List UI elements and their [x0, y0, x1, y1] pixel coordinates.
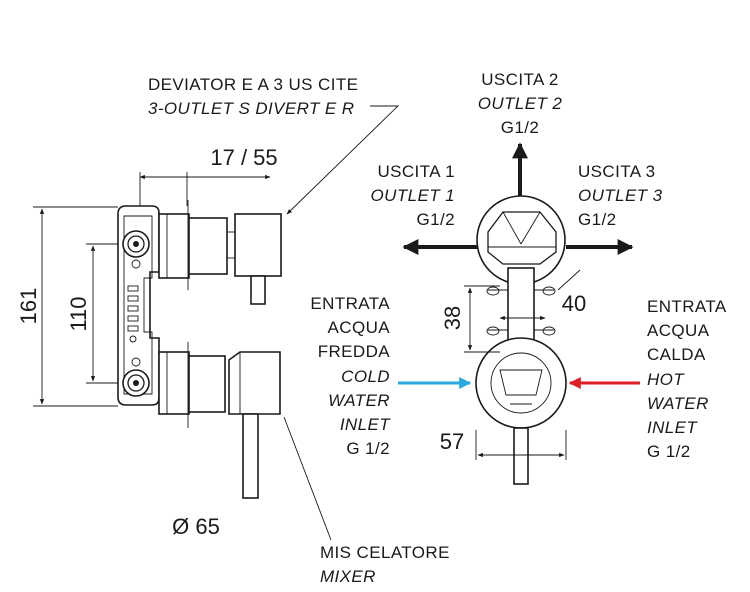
mixer-label-en: MIXER — [320, 567, 376, 586]
cold-label-6: INLET — [340, 415, 391, 434]
mixer-leader — [283, 416, 332, 541]
diverter-plate — [188, 217, 228, 275]
outlet2-size: G1/2 — [501, 118, 539, 137]
outlet1-size: G1/2 — [417, 210, 455, 229]
hot-size: G 1/2 — [647, 442, 691, 461]
mixer-lever — [242, 413, 259, 499]
dim-depth-label: 17 / 55 — [210, 145, 277, 170]
outlet2-label-it: USCITA 2 — [481, 70, 559, 89]
outlet3-size: G1/2 — [578, 210, 616, 229]
dim-38-label: 38 — [440, 306, 465, 330]
diverter-knob — [250, 275, 266, 305]
hot-label-2: ACQUA — [647, 321, 710, 340]
mixer-lever-front — [513, 427, 529, 485]
mixer-body — [228, 351, 281, 415]
mixer-flange — [158, 351, 190, 415]
outlet3-label-en: OUTLET 3 — [578, 186, 663, 205]
dim-110-label: 110 — [66, 296, 91, 331]
hot-label-3: CALDA — [647, 345, 706, 364]
cold-label-3: FREDDA — [318, 342, 391, 361]
front-view: 38 40 57 — [398, 142, 640, 485]
dim-diameter-label: Ø 65 — [172, 514, 220, 539]
cold-label-4: COLD — [341, 367, 390, 386]
diverter-leader — [286, 105, 400, 215]
cold-label-2: ACQUA — [328, 318, 391, 337]
hot-label-6: INLET — [647, 418, 698, 437]
wall-box — [117, 205, 160, 406]
hot-label-5: WATER — [647, 394, 709, 413]
hot-label-4: HOT — [647, 370, 685, 389]
outlet2-label-en: OUTLET 2 — [478, 94, 563, 113]
outlet1-label-it: USCITA 1 — [377, 162, 455, 181]
cold-label-5: WATER — [328, 391, 390, 410]
side-view: 161 110 17 / 55 — [16, 145, 282, 539]
dim-57-label: 57 — [440, 429, 464, 454]
diverter-flange — [158, 213, 190, 279]
diverter-label-it: DEVIATOR E A 3 US CITE — [148, 75, 358, 94]
diverter-cross — [487, 211, 557, 265]
hot-label-1: ENTRATA — [647, 297, 727, 316]
cold-size: G 1/2 — [346, 439, 390, 458]
dim-40-label: 40 — [562, 291, 586, 316]
diverter-label-en: 3-OUTLET S DIVERT E R — [148, 99, 354, 118]
box-spine-details — [127, 285, 139, 343]
diverter-handle — [234, 213, 282, 277]
mixer-plate — [188, 355, 226, 413]
outlet3-label-it: USCITA 3 — [578, 162, 656, 181]
mixer-body-front — [475, 337, 567, 429]
outlet1-label-en: OUTLET 1 — [371, 186, 455, 205]
dim-161-label: 161 — [16, 288, 41, 325]
cold-label-1: ENTRATA — [310, 294, 390, 313]
mixer-label-it: MIS CELATORE — [320, 543, 450, 562]
